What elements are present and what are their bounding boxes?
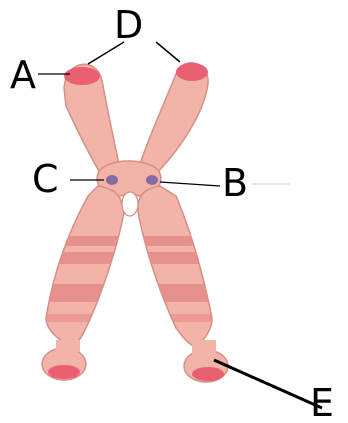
band-4 — [40, 314, 240, 322]
label-b: B — [222, 164, 248, 202]
centromere-knob-left — [106, 175, 118, 185]
pointer-d-right — [156, 42, 180, 62]
band-1 — [40, 236, 240, 246]
telomere-bottom-left — [48, 365, 80, 379]
telomere-top-right — [176, 63, 208, 81]
label-e: E — [310, 384, 334, 422]
pointer-b — [160, 182, 220, 186]
label-d: D — [114, 6, 143, 44]
centromere-knob-right — [146, 175, 158, 185]
label-a: A — [10, 56, 36, 94]
telomere-top-left — [64, 67, 100, 85]
telomere-bottom-right — [192, 367, 224, 381]
pointer-e — [214, 360, 322, 408]
chromosome-body — [42, 63, 228, 382]
label-c: C — [32, 160, 59, 198]
band-2 — [40, 252, 240, 264]
band-3 — [40, 284, 240, 302]
centre-gap — [122, 192, 138, 216]
